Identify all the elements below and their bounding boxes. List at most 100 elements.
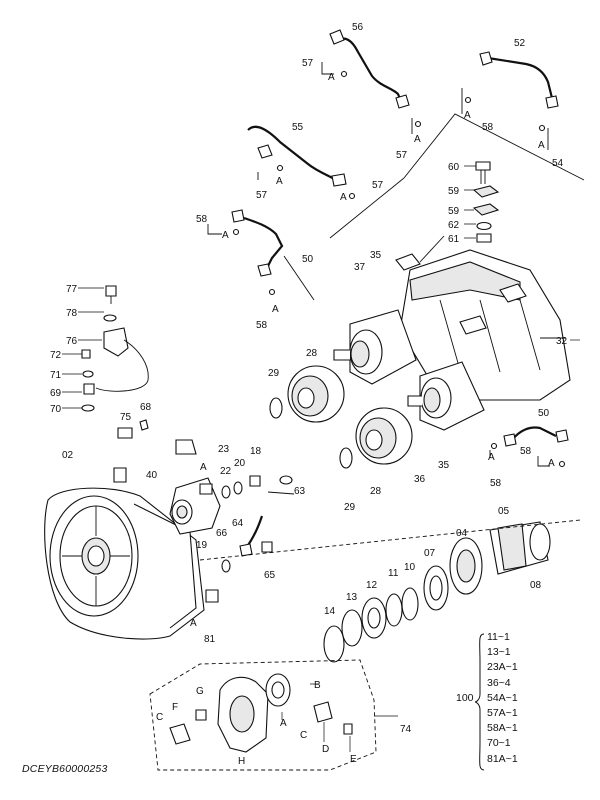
callout-68: 68 [140,402,152,413]
elbow-23 [175,439,197,455]
callout-19: 19 [196,540,208,551]
callout-H: H [238,756,245,767]
callout-23: 23 [218,444,230,455]
coupling-box-74 [149,659,377,771]
callout-22: 22 [220,466,232,477]
callout-65: 65 [264,570,276,581]
callout-50: 50 [302,254,314,265]
callout-57: 57 [372,180,384,191]
callout-56: 56 [352,22,364,33]
kit-item: 81A~1 [487,752,518,765]
callout-55: 55 [292,122,304,133]
callout-12: 12 [366,580,378,591]
bolt-G [195,709,207,721]
callout-36: 36 [414,474,426,485]
callout-28: 28 [370,486,382,497]
callout-A: A [328,72,335,83]
oring-66 [221,559,231,573]
pipe-lead-lines [283,113,585,301]
pipe-55 [247,125,347,187]
callout-14: 14 [324,606,336,617]
flange-D [313,701,333,723]
kit-brace [474,633,485,771]
gear-28-lower [355,407,413,465]
fitting-markers [207,62,566,468]
flywheel-housing-02 [44,487,205,640]
gear-pump-19 [169,477,221,535]
callout-70: 70 [50,404,62,415]
oring-20 [233,481,243,495]
plate-13 [341,609,363,647]
callout-A: A [272,304,279,315]
callout-B: B [314,680,321,691]
sensor-bracket-assembly [81,285,149,439]
callout-63: 63 [294,486,306,497]
callout-07: 07 [424,548,436,559]
callout-A: A [548,458,555,469]
kit-reference-number: 100 [456,692,474,704]
gear-28-upper [287,365,345,423]
kit-item: 58A~1 [487,722,518,735]
callout-A: A [190,618,197,629]
callout-62: 62 [448,220,460,231]
callout-29: 29 [268,368,280,379]
pump-front-section [333,309,417,385]
callout-A: A [538,140,545,151]
leader-lines [62,165,580,752]
fitting-40 [113,467,127,483]
callout-76: 76 [66,336,78,347]
callout-E: E [350,754,357,765]
kit-item: 13~1 [487,646,511,659]
kit-item: 23A~1 [487,661,518,674]
callout-08: 08 [530,580,542,591]
coupling-element-H [217,676,269,753]
pipe-56 [329,29,410,109]
snap-ring-14 [323,625,345,663]
pipe-50-left [231,209,284,277]
snap-ring-29-lower [339,447,353,469]
callout-52: 52 [514,38,526,49]
callout-A: A [488,452,495,463]
hardware-stack [472,161,500,243]
callout-60: 60 [448,162,460,173]
hub-A [265,673,291,707]
callout-29: 29 [344,502,356,513]
callout-58: 58 [490,478,502,489]
assembly-axis [199,519,581,561]
bolt-E [343,723,353,735]
kit-item: 54A~1 [487,691,518,704]
snap-ring-29-upper [269,397,283,419]
washer-22 [221,485,231,499]
callout-32: 32 [556,336,568,347]
callout-28: 28 [306,348,318,359]
callout-37: 37 [354,262,366,273]
seal-12 [361,597,387,639]
callout-F: F [172,702,178,713]
ring-08 [529,523,551,561]
callout-C: C [300,730,307,741]
gear-04 [449,537,483,595]
pump-rear-section [407,361,485,431]
callout-58: 58 [256,320,268,331]
callout-66: 66 [216,528,228,539]
callout-labels: 56 52 57 A A 58 A 57 A 54 55 A 57 57 A 6… [50,22,568,767]
callout-04: 04 [456,528,468,539]
callout-35: 35 [370,250,382,261]
callout-58: 58 [196,214,208,225]
callout-71: 71 [50,370,62,381]
callout-75: 75 [120,412,132,423]
callout-74: 74 [400,724,412,735]
callout-58: 58 [482,122,494,133]
kit-item: 57A~1 [487,706,518,719]
callout-10: 10 [404,562,416,573]
callout-A: A [200,462,207,473]
plug-65 [261,541,273,553]
drawing-code: DCEYB60000253 [22,763,108,775]
callout-59: 59 [448,206,460,217]
callout-11: 11 [388,568,399,579]
callout-69: 69 [50,388,62,399]
callout-72: 72 [50,350,62,361]
bearing-07 [423,565,449,611]
callout-A: A [464,110,471,121]
callout-59: 59 [448,186,460,197]
